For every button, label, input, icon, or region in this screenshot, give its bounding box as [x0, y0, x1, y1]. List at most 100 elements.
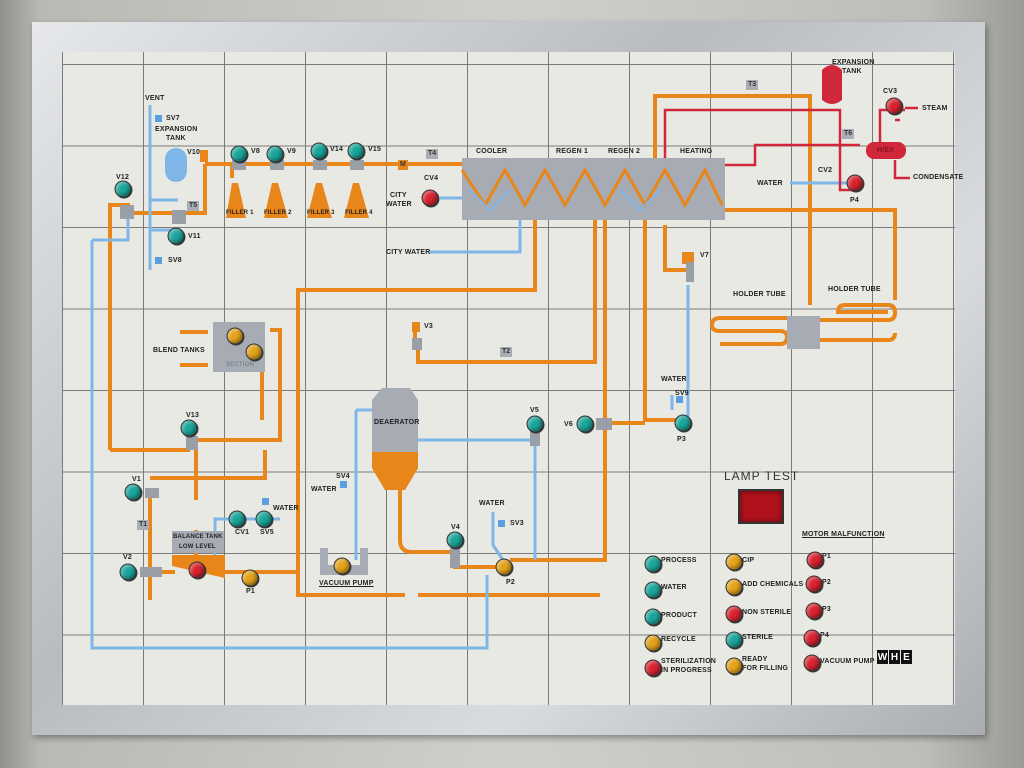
label-sv4: SV4: [336, 473, 350, 480]
label-cv2: CV2: [818, 167, 833, 174]
sv3-valve: [498, 520, 505, 527]
label-city-water-2: WATER: [386, 201, 412, 208]
sv5-valve: [262, 498, 269, 505]
blend-pipes: [150, 328, 282, 560]
lamp-balance-tank-low-level[interactable]: [188, 561, 206, 579]
label-sv3: SV3: [510, 520, 524, 527]
lamp-cv3[interactable]: [885, 97, 903, 115]
lamp-v15[interactable]: [347, 142, 365, 160]
sv4-valve: [340, 481, 347, 488]
label-v6: V6: [564, 421, 573, 428]
status-label-product: PRODUCT: [661, 612, 698, 619]
logo-letter: H: [889, 650, 900, 664]
lamp-v2[interactable]: [119, 563, 137, 581]
label-holder-tube-1: HOLDER TUBE: [733, 291, 786, 298]
label-v7: V7: [700, 252, 709, 259]
holder-tube-right: [820, 303, 898, 342]
label-v3: V3: [424, 323, 433, 330]
label-section: SECTION: [226, 362, 255, 368]
lamp-v8[interactable]: [230, 145, 248, 163]
status-lamp-add-chemicals: [725, 578, 743, 596]
label-sv9: SV9: [675, 390, 689, 397]
lamp-v4[interactable]: [446, 531, 464, 549]
label-v14: V14: [330, 146, 344, 153]
malfunction-label-p3: P3: [822, 606, 831, 613]
lamp-v6[interactable]: [576, 415, 594, 433]
lamp-test-button[interactable]: [738, 489, 784, 524]
lamp-v11[interactable]: [167, 227, 185, 245]
lamp-v9[interactable]: [266, 145, 284, 163]
label-v12: V12: [116, 174, 130, 181]
v6-pipe: [510, 220, 607, 562]
status-label-add-chemicals: ADD CHEMICALS: [742, 581, 804, 588]
label-p2: P2: [506, 579, 515, 586]
label-v8: V8: [251, 148, 260, 155]
tag-t1: T1: [137, 520, 150, 530]
label-sv8: SV8: [168, 257, 182, 264]
heating-loop-pipe: [653, 94, 812, 305]
lamp-cv4[interactable]: [421, 189, 439, 207]
status-label-ready: READY: [742, 656, 768, 663]
vacuum-pump-housing: [320, 548, 368, 575]
filler-1: [226, 183, 246, 218]
filler-3: [307, 183, 332, 218]
lamp-v1[interactable]: [124, 483, 142, 501]
label-sv7: SV7: [166, 115, 180, 122]
lamp-vacuum-pump[interactable]: [333, 557, 351, 575]
lamp-p3[interactable]: [674, 414, 692, 432]
lamp-v13[interactable]: [180, 419, 198, 437]
lamp-sv5[interactable]: [255, 510, 273, 528]
malfunction-label-p1: P1: [822, 553, 831, 560]
condensate-line: [893, 160, 910, 180]
status-lamp-process: [644, 555, 662, 573]
label-v9: V9: [287, 148, 296, 155]
status-label-for-filling: FOR FILLING: [742, 665, 789, 672]
label-water-sv5: WATER: [273, 505, 299, 512]
label-cv3: CV3: [883, 88, 898, 95]
fillers: [226, 183, 369, 218]
label-filler-2: FILLER 2: [264, 210, 292, 216]
lamp-cv1[interactable]: [228, 510, 246, 528]
malfunction-lamp-vacuum-pump: [803, 654, 821, 672]
tee-fittings: [120, 160, 694, 577]
label-heating: HEATING: [680, 148, 713, 155]
water-return-line: [90, 240, 489, 650]
label-holder-tube-2: HOLDER TUBE: [828, 286, 881, 293]
label-water-sv3: WATER: [479, 500, 505, 507]
lamp-p4[interactable]: [846, 174, 864, 192]
regen-out-pipe: [296, 220, 600, 597]
status-lamp-product: [644, 608, 662, 626]
p3-pipe: [605, 220, 683, 425]
lamp-p2[interactable]: [495, 558, 513, 576]
status-label-recycle: RECYCLE: [661, 636, 696, 643]
status-lamp-ready: [725, 657, 743, 675]
label-v15: V15: [368, 146, 382, 153]
label-regen-1: REGEN 1: [556, 148, 589, 155]
lamp-blend-1[interactable]: [226, 327, 244, 345]
lamp-v5[interactable]: [526, 415, 544, 433]
label-deaerator: DEAERATOR: [374, 419, 420, 426]
blend-arrows: [180, 330, 208, 367]
malfunction-label-p4: P4: [820, 632, 829, 639]
lamp-v14[interactable]: [310, 142, 328, 160]
status-label-sterile: STERILE: [742, 634, 773, 641]
label-cv4: CV4: [424, 175, 439, 182]
status-lamp-sterile: [725, 631, 743, 649]
label-v5: V5: [530, 407, 539, 414]
label-water-cv2: WATER: [757, 180, 783, 187]
sv7-valve: [155, 115, 162, 122]
label-filler-1: FILLER 1: [226, 210, 254, 216]
lamp-p1[interactable]: [241, 569, 259, 587]
status-lamp-recycle: [644, 634, 662, 652]
status-lamp-water: [644, 581, 662, 599]
label-regen-2: REGEN 2: [608, 148, 641, 155]
label-expansion-tank-left-2: TANK: [166, 135, 186, 142]
lamp-v12[interactable]: [114, 180, 132, 198]
label-expansion-tank-left: EXPANSION: [155, 126, 198, 133]
lamp-blend-2[interactable]: [245, 343, 263, 361]
heat-exchanger-zigzag-water: [469, 189, 661, 212]
label-city-water: CITY: [390, 192, 407, 199]
status-label-water: WATER: [661, 584, 687, 591]
tag-t5: T5: [187, 201, 200, 211]
sv3-line: [491, 512, 505, 561]
